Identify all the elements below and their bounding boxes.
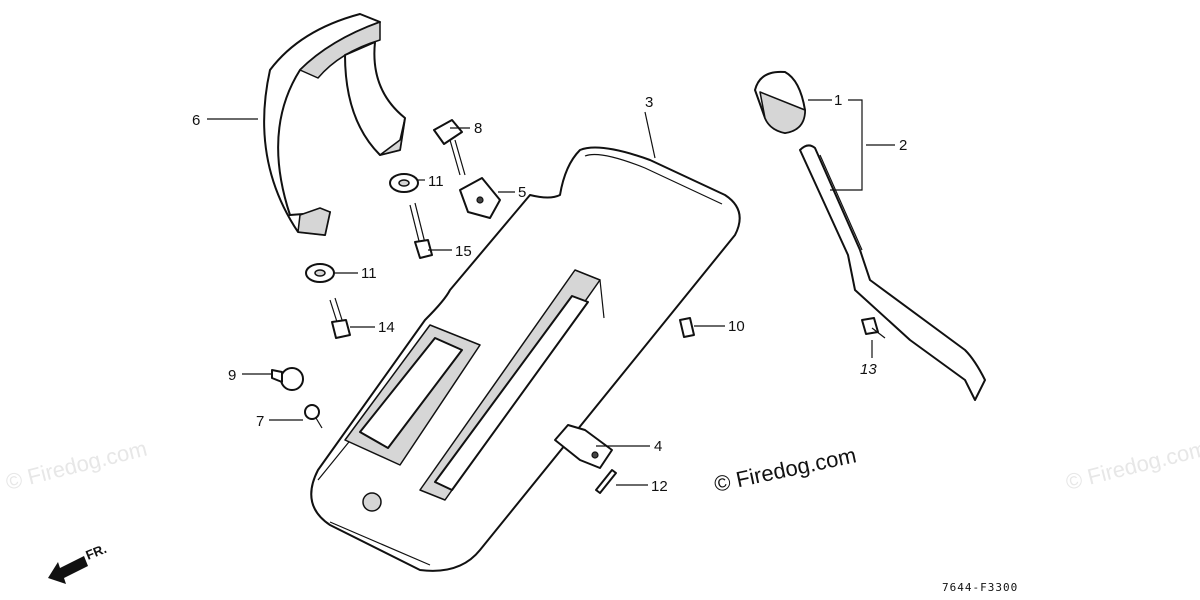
part-6-side-guard (263, 13, 406, 236)
part-15-bolt (409, 202, 433, 259)
callout-3: 3 (645, 94, 653, 111)
part-2-lever (799, 144, 986, 401)
callout-12: 12 (651, 478, 668, 495)
part-11-washer-lower (305, 263, 335, 283)
leader-lines (207, 99, 895, 486)
part-5-clamp (459, 177, 501, 219)
part-10-screw (679, 317, 695, 338)
part-13-bolt (861, 317, 886, 339)
part-12-pin (595, 469, 617, 494)
watermark-main: © Firedog.com (712, 442, 859, 497)
drawing-code: 7644-F3300 (942, 581, 1018, 594)
callout-7: 7 (256, 413, 264, 430)
part-9-clip (271, 367, 304, 391)
callout-11-upper: 11 (428, 173, 444, 190)
callout-4: 4 (654, 438, 662, 455)
callout-6: 6 (192, 112, 200, 129)
callout-13: 13 (860, 361, 877, 378)
part-3-main-cover (310, 146, 741, 572)
part-7-screw (304, 404, 323, 429)
callout-15: 15 (455, 243, 472, 260)
callout-8: 8 (474, 120, 482, 137)
callout-2: 2 (899, 137, 907, 154)
callout-10: 10 (728, 318, 745, 335)
part-4-bracket (554, 424, 613, 469)
part-1-knob (754, 70, 806, 134)
part-14-bolt (329, 297, 351, 339)
part-8-bolt (433, 119, 466, 176)
callout-11-lower: 11 (361, 265, 377, 282)
callout-labels: 1 2 3 4 5 6 7 8 9 10 11 11 12 13 14 15 (192, 92, 907, 495)
callout-5: 5 (518, 184, 526, 201)
callout-14: 14 (378, 319, 395, 336)
callout-9: 9 (228, 367, 236, 384)
arrow-icon (48, 556, 88, 584)
part-11-washer-upper (389, 173, 419, 193)
watermark-faint-right: © Firedog.com (1063, 436, 1200, 495)
watermark-faint-left: © Firedog.com (3, 436, 149, 495)
callout-1: 1 (834, 92, 842, 109)
front-direction-arrow: FR. (48, 541, 109, 584)
direction-label: FR. (84, 541, 109, 563)
